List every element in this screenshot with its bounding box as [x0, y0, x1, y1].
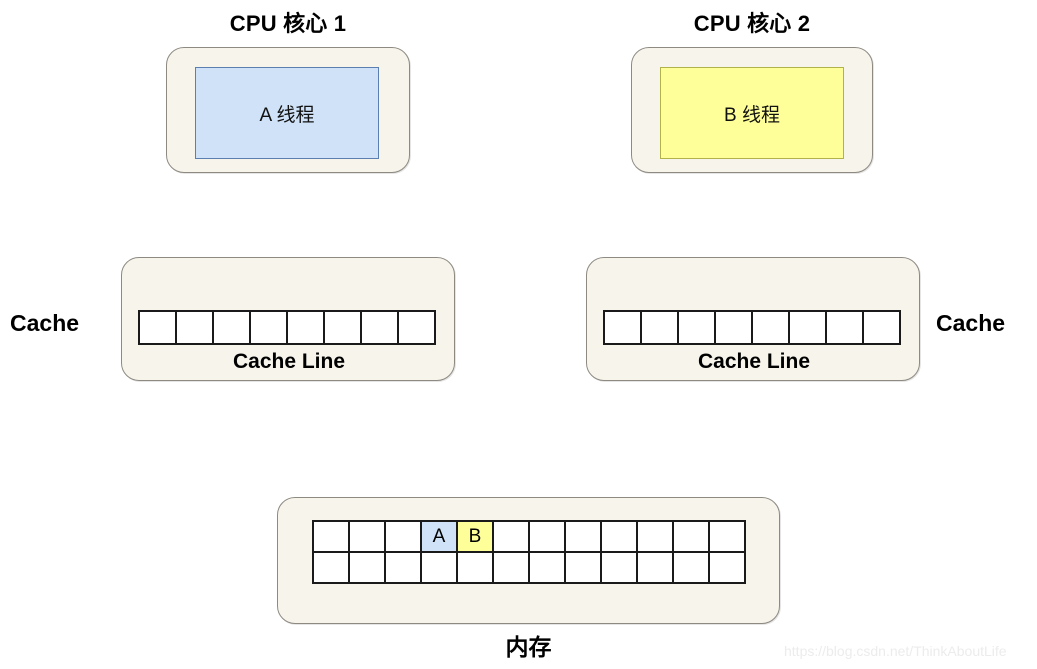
memory-cell: [494, 522, 530, 553]
cache-cell: [716, 312, 753, 345]
thread-b-box: B 线程: [660, 67, 844, 159]
cache-cell: [864, 312, 901, 345]
cpu-core-2-title: CPU 核心 2: [693, 11, 811, 36]
cache-cell: [827, 312, 864, 345]
cache-left-line-label: Cache Line: [232, 350, 346, 373]
memory-label: 内存: [505, 634, 552, 660]
cache-cell: [214, 312, 251, 345]
cache-left-shell: Cache Line: [121, 257, 455, 381]
memory-cell: [530, 522, 566, 553]
memory-cell-b: B: [458, 522, 494, 553]
memory-cell: [530, 553, 566, 584]
thread-a-box: A 线程: [195, 67, 379, 159]
cpu-core-2-shell: B 线程: [631, 47, 873, 173]
watermark-text: https://blog.csdn.net/ThinkAboutLife: [784, 643, 1007, 659]
cpu-core-1-title: CPU 核心 1: [229, 11, 347, 36]
memory-cell: [386, 553, 422, 584]
cache-cell: [679, 312, 716, 345]
cpu-core-1-shell: A 线程: [166, 47, 410, 173]
memory-cell: [458, 553, 494, 584]
memory-cell: [638, 553, 674, 584]
memory-cell: [674, 553, 710, 584]
cache-cell: [605, 312, 642, 345]
cache-cell: [288, 312, 325, 345]
cache-cell: [251, 312, 288, 345]
cache-cell: [325, 312, 362, 345]
memory-cell: [350, 522, 386, 553]
memory-cell-a: A: [422, 522, 458, 553]
cache-cell: [642, 312, 679, 345]
cache-right-line-cells: [603, 310, 901, 345]
cache-cell: [790, 312, 827, 345]
memory-cell: [638, 522, 674, 553]
thread-a-label: A 线程: [259, 104, 315, 126]
memory-cell: [314, 553, 350, 584]
memory-cell: [566, 553, 602, 584]
memory-cell: [710, 522, 746, 553]
memory-cell: [674, 522, 710, 553]
cache-cell: [399, 312, 436, 345]
memory-row: [314, 553, 746, 584]
cache-left-label: Cache: [10, 310, 80, 336]
memory-cell: [566, 522, 602, 553]
memory-cell: [602, 522, 638, 553]
memory-cell: [350, 553, 386, 584]
cache-cell: [140, 312, 177, 345]
cache-right-shell: Cache Line: [586, 257, 920, 381]
memory-cell: [386, 522, 422, 553]
cache-right-label: Cache: [936, 310, 1006, 336]
cache-cell: [177, 312, 214, 345]
memory-cell: [602, 553, 638, 584]
thread-b-label: B 线程: [724, 104, 780, 126]
cache-right-line-label: Cache Line: [697, 350, 811, 373]
cache-cell: [362, 312, 399, 345]
memory-cell: [710, 553, 746, 584]
cache-left-line-cells: [138, 310, 436, 345]
memory-cell: [422, 553, 458, 584]
cache-cell: [753, 312, 790, 345]
memory-cell: [494, 553, 530, 584]
memory-cell: [314, 522, 350, 553]
